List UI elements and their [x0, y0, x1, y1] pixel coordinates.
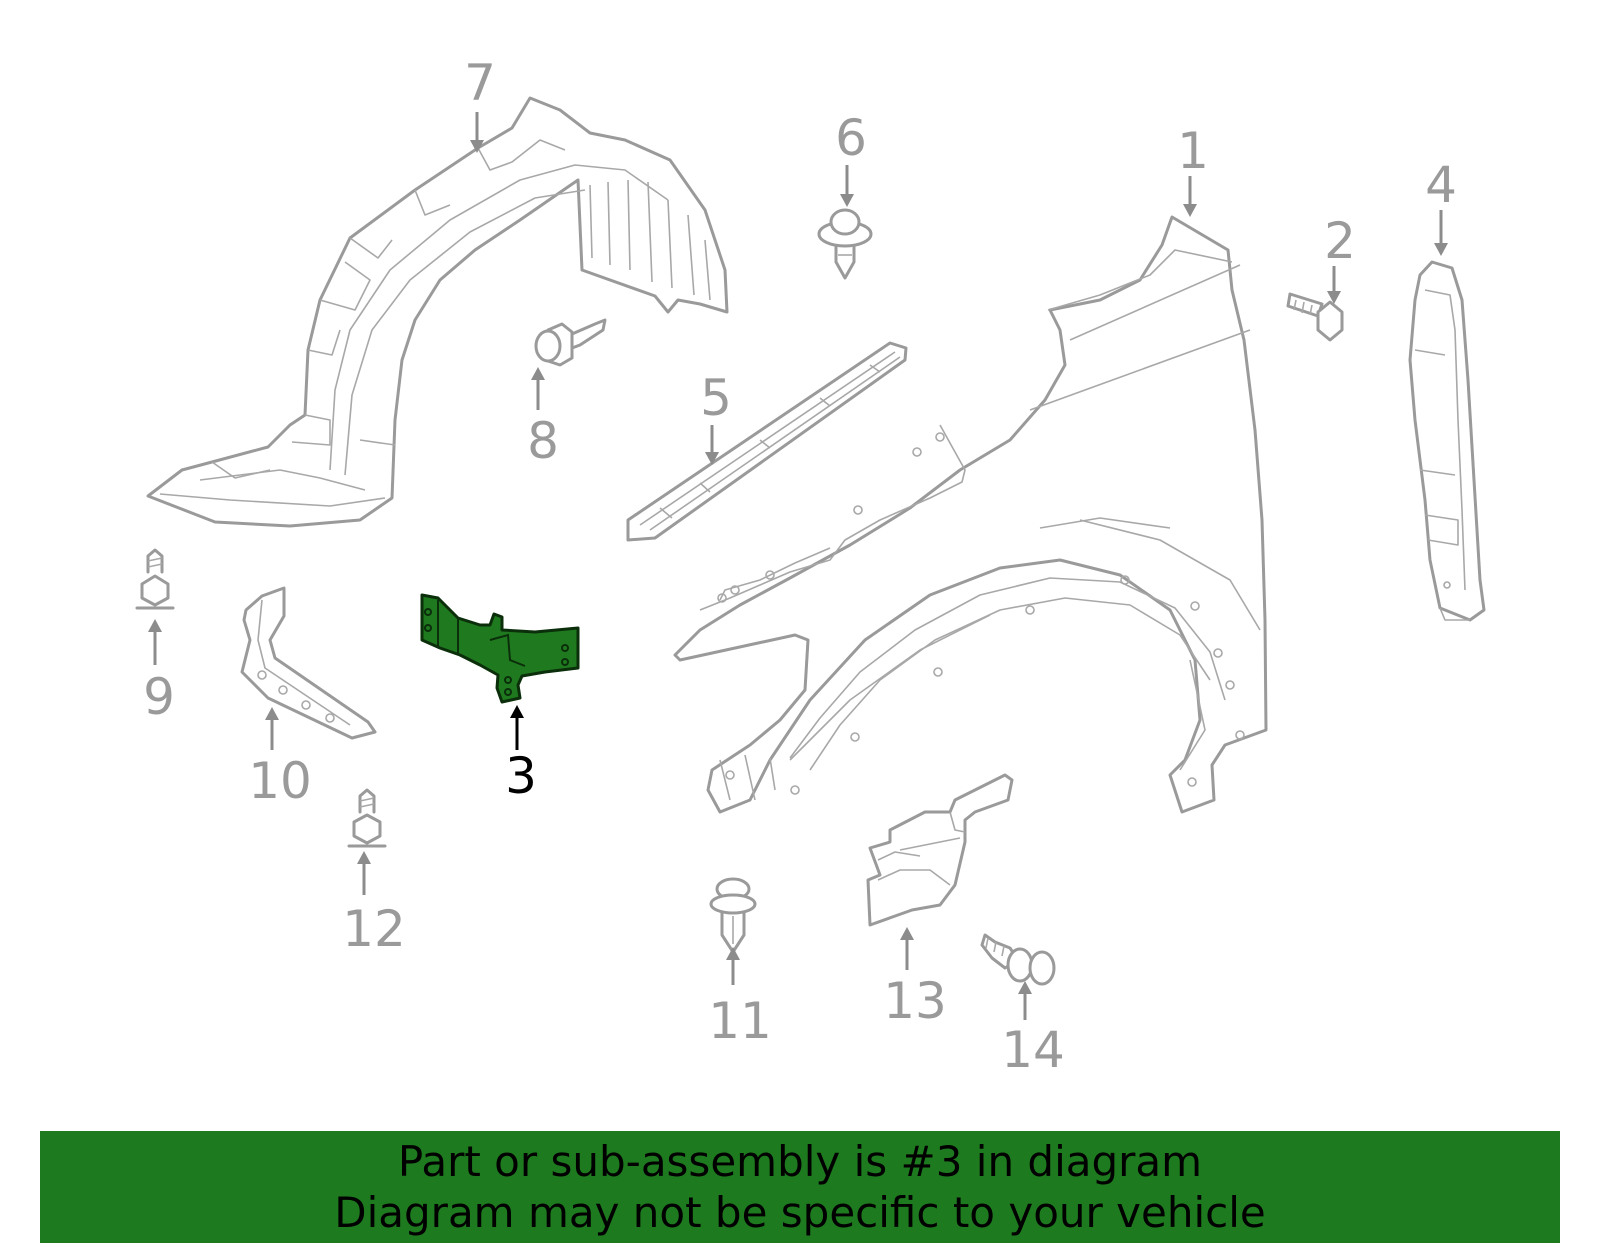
part-6-clip[interactable]: [817, 208, 873, 280]
callout-6: 6: [835, 109, 867, 167]
callout-11: 11: [708, 992, 772, 1050]
callout-5: 5: [700, 369, 732, 427]
part-14-clip[interactable]: [980, 933, 1056, 986]
callout-labels: 7 6 1 4 2 5 8 9 10 3 12 11 13 14: [143, 54, 1457, 1079]
part-2-bolt[interactable]: [1286, 292, 1344, 342]
callout-14: 14: [1001, 1021, 1065, 1079]
callout-10: 10: [248, 752, 312, 810]
callout-7: 7: [464, 54, 496, 112]
callout-13: 13: [883, 972, 947, 1030]
callout-2: 2: [1324, 212, 1356, 270]
part-12-bolt[interactable]: [347, 788, 387, 848]
part-5-rail[interactable]: [626, 341, 908, 542]
callout-3: 3: [505, 747, 537, 805]
part-3-bracket-highlighted[interactable]: [420, 593, 580, 704]
part-11-clip[interactable]: [709, 877, 757, 954]
banner-line-2: Diagram may not be specific to your vehi…: [334, 1188, 1266, 1237]
part-10-bracket[interactable]: [240, 586, 377, 740]
part-8-clip[interactable]: [534, 318, 607, 367]
banner-line-1: Part or sub-assembly is #3 in diagram: [397, 1137, 1203, 1186]
callout-8: 8: [527, 412, 559, 470]
callout-4: 4: [1425, 156, 1457, 214]
callout-arrows: [148, 112, 1448, 1020]
callout-9: 9: [143, 668, 175, 726]
part-7-fender-liner[interactable]: [146, 96, 729, 528]
callout-12: 12: [342, 900, 406, 958]
part-9-bolt[interactable]: [135, 548, 175, 610]
part-4-seal[interactable]: [1408, 260, 1486, 622]
callout-1: 1: [1177, 122, 1209, 180]
info-banner: Part or sub-assembly is #3 in diagram Di…: [40, 1131, 1560, 1243]
part-1-fender[interactable]: [673, 215, 1268, 814]
part-13-shield[interactable]: [866, 773, 1014, 927]
